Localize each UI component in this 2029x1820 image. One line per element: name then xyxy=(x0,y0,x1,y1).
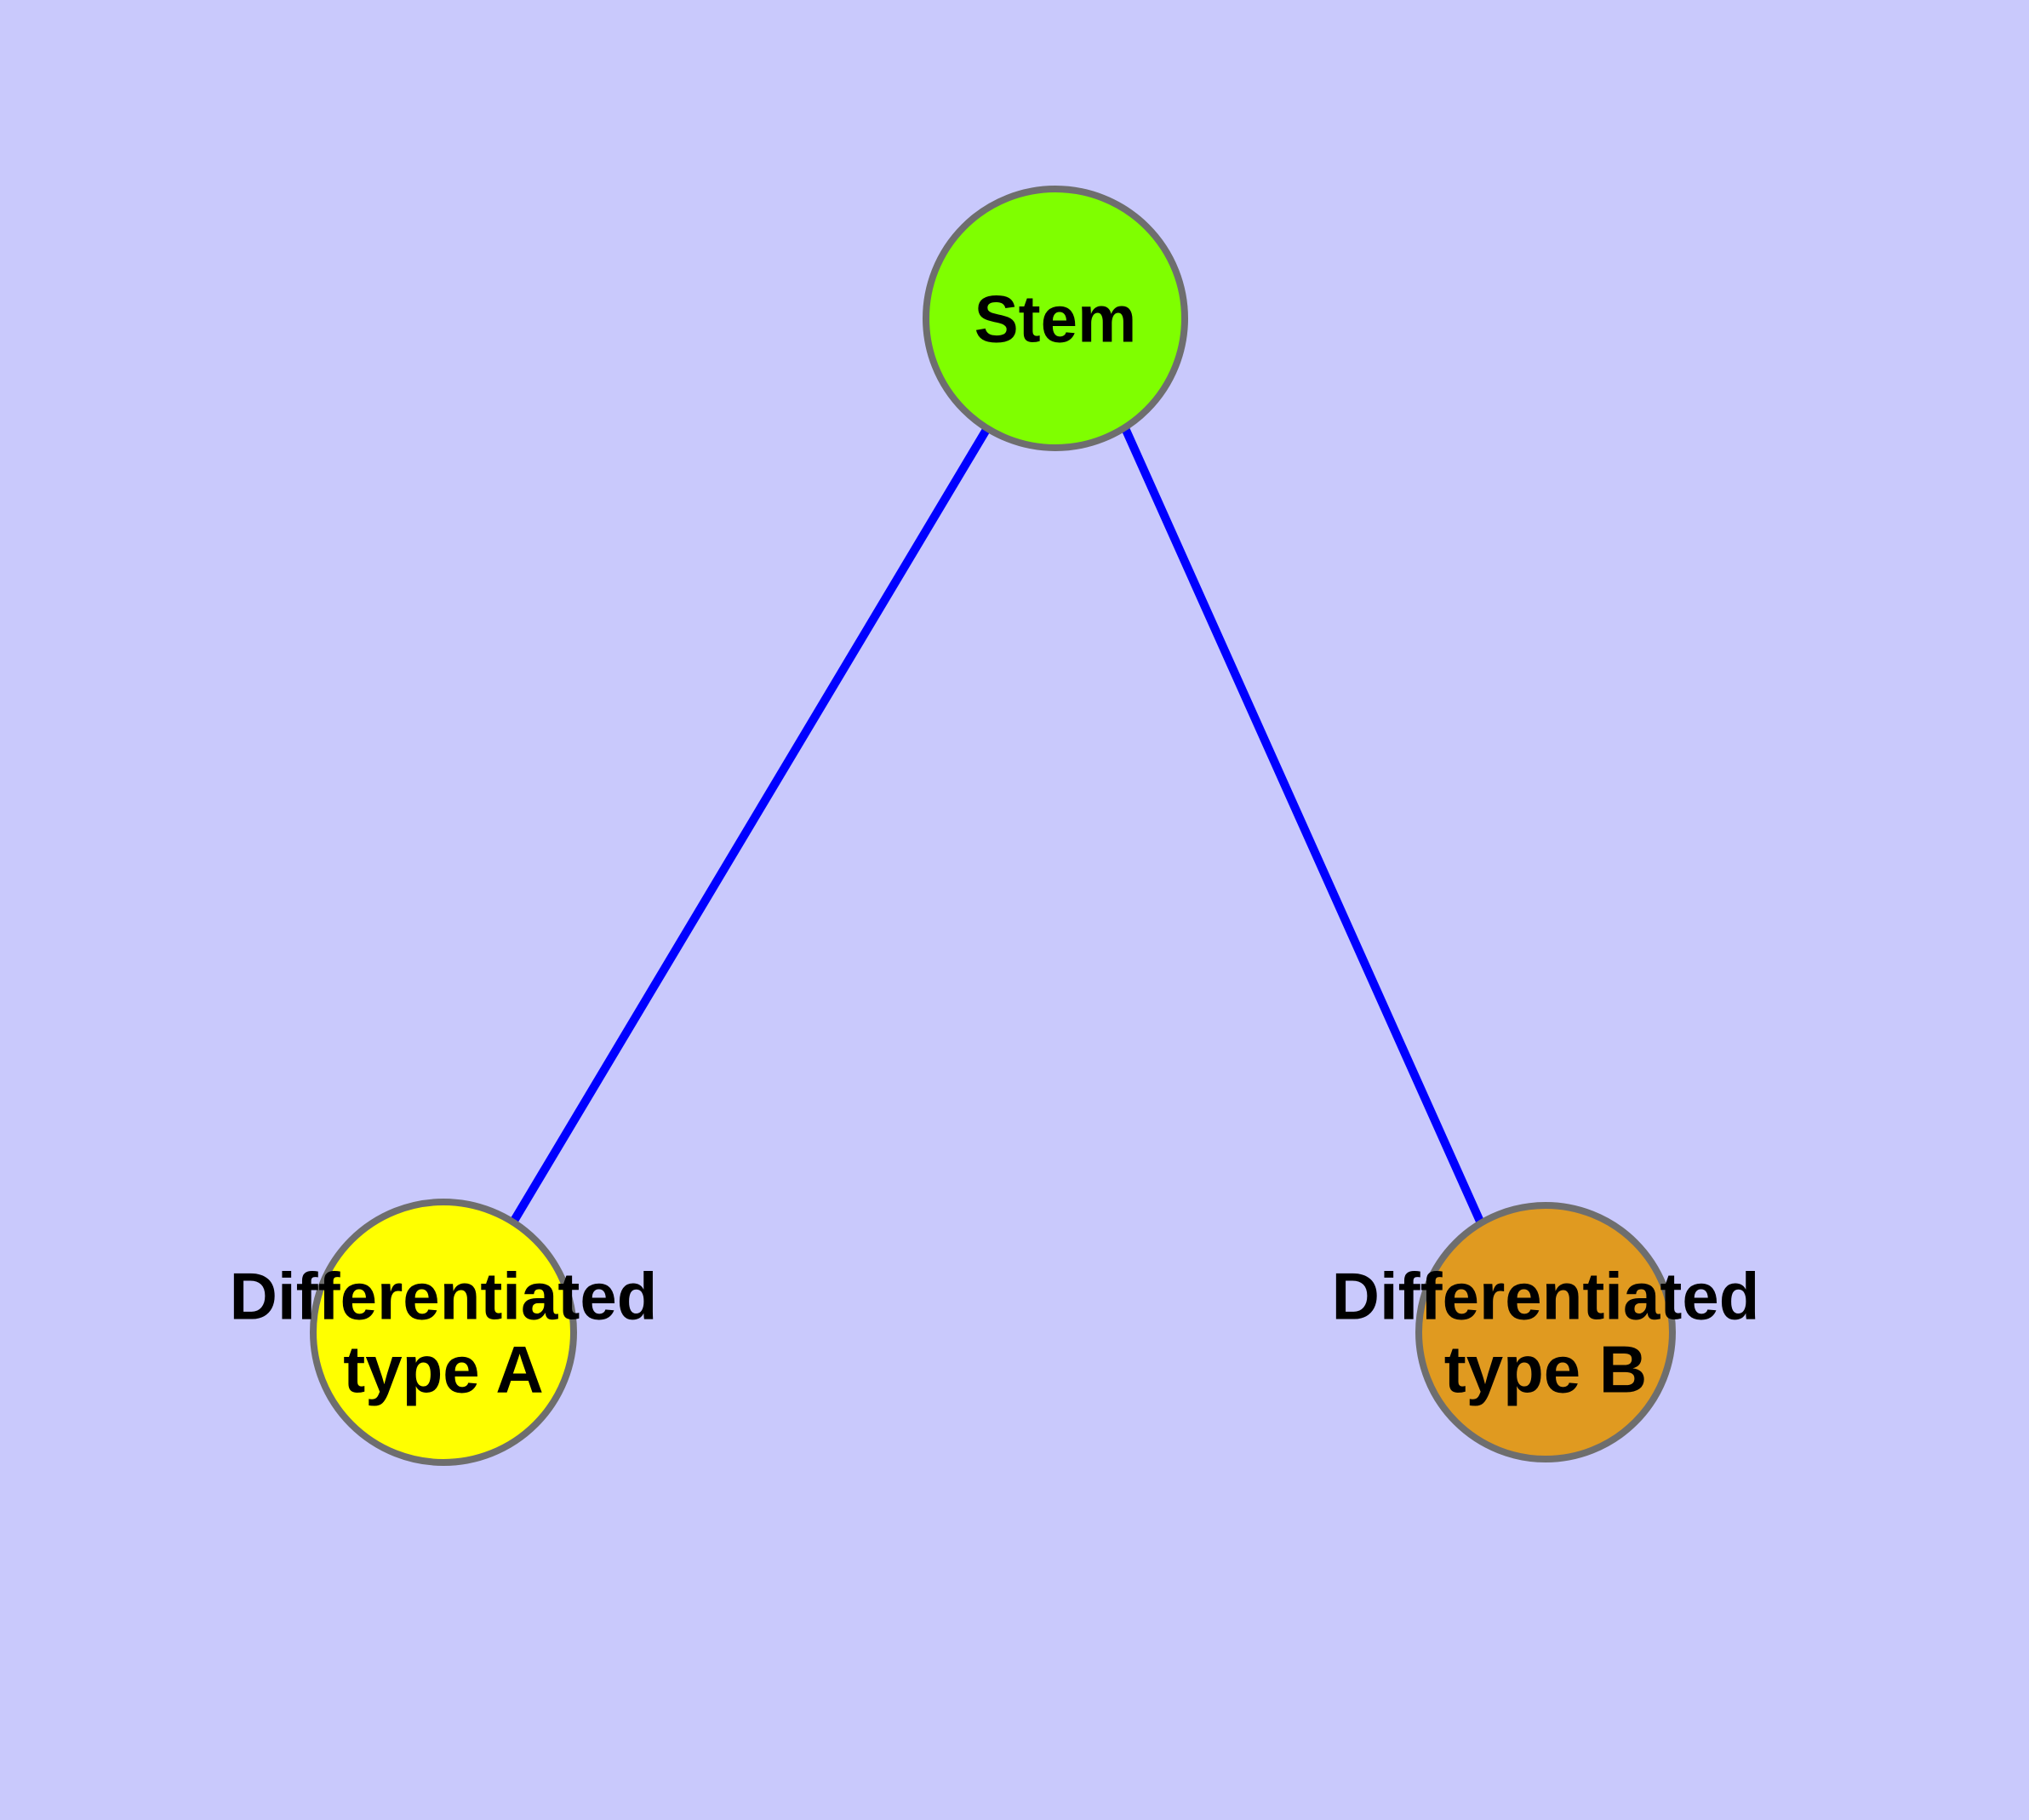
node-label-line: type A xyxy=(343,1331,544,1406)
edge-stem-to-differentiated-type-b[interactable] xyxy=(1121,426,1485,1226)
node-differentiated-type-b[interactable] xyxy=(1415,1202,1676,1462)
node-label-line: type B xyxy=(1444,1331,1647,1406)
node-stem[interactable] xyxy=(923,186,1188,451)
edge-stem-to-differentiated-type-a[interactable] xyxy=(510,426,992,1223)
node-label-line: Stem xyxy=(974,281,1137,356)
edges-layer xyxy=(510,426,1485,1226)
node-differentiated-type-a[interactable] xyxy=(310,1199,577,1466)
nodes-layer xyxy=(310,186,1676,1466)
node-label-line: Differentiated xyxy=(1332,1258,1760,1333)
node-label-stem: Stem xyxy=(974,281,1137,356)
node-label-line: Differentiated xyxy=(230,1258,658,1333)
